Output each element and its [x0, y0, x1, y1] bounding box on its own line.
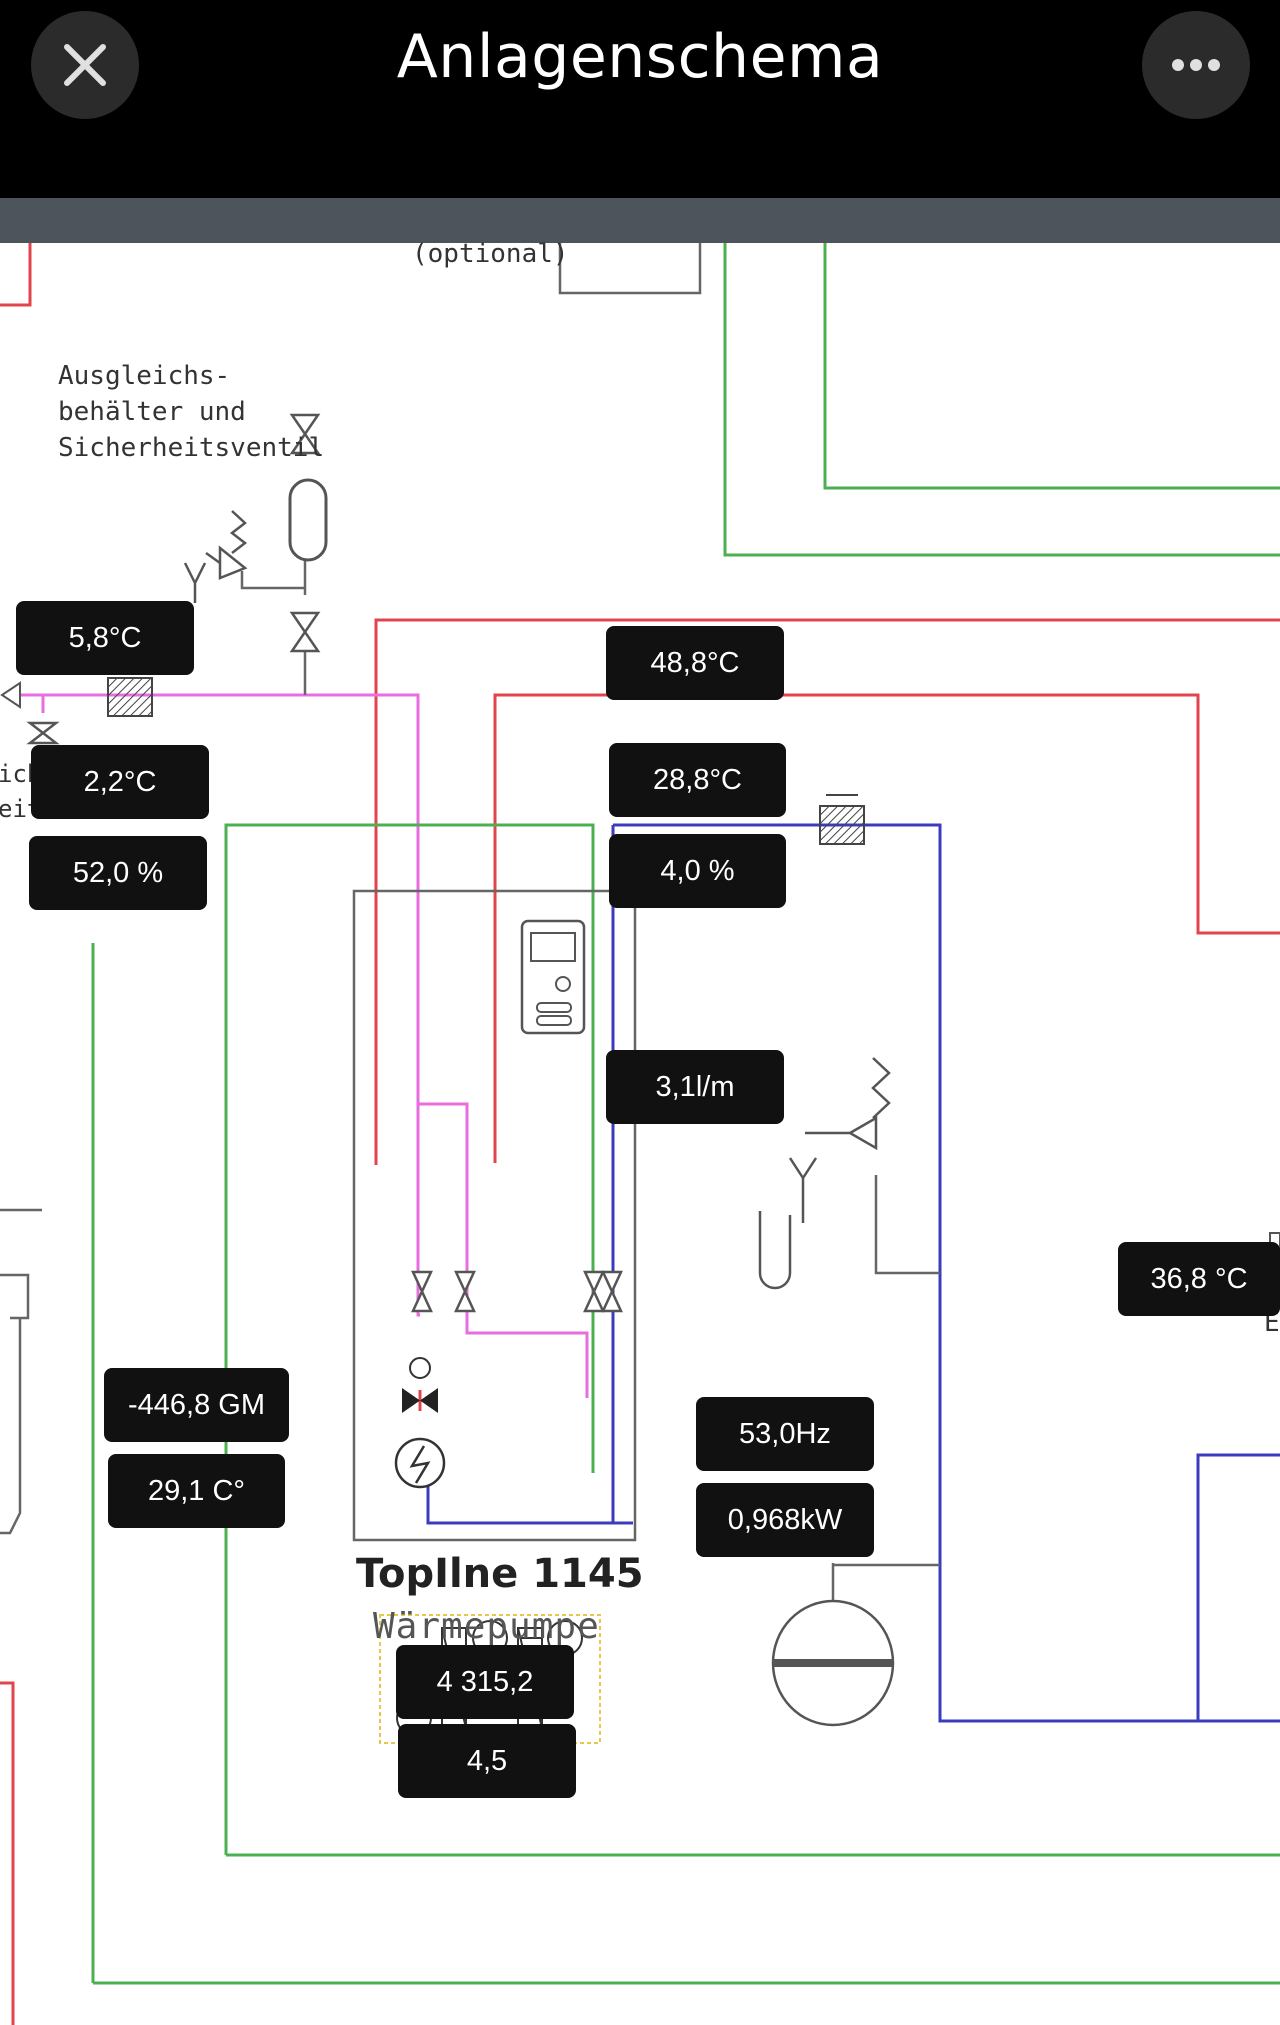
- reading-counter[interactable]: 4 315,2: [396, 1645, 574, 1719]
- reading-right-percent[interactable]: 4,0 %: [609, 834, 786, 908]
- reading-power[interactable]: 0,968kW: [696, 1483, 874, 1557]
- reading-gm-value[interactable]: -446,8 GM: [104, 1368, 289, 1442]
- top-bar: Anlagenschema: [0, 0, 1280, 198]
- close-icon: [64, 44, 106, 86]
- reading-return-temp[interactable]: 28,8°C: [609, 743, 786, 817]
- reading-frequency[interactable]: 53,0Hz: [696, 1397, 874, 1471]
- expansion-safety-label: Ausgleichs- behälter und Sicherheitsvent…: [58, 361, 325, 463]
- more-button[interactable]: [1142, 11, 1250, 119]
- reading-left-temp[interactable]: 2,2°C: [31, 745, 209, 819]
- optional-label: (optional): [412, 239, 569, 269]
- toolbar-strip: [0, 198, 1280, 243]
- close-button[interactable]: [31, 11, 139, 119]
- reading-left-percent[interactable]: 52,0 %: [29, 836, 207, 910]
- system-schematic[interactable]: (optional) Ausgleichs- behälter und Sich…: [0, 239, 1280, 2025]
- reading-flow-rate[interactable]: 3,1l/m: [606, 1050, 784, 1124]
- reading-outdoor-temp[interactable]: 5,8°C: [16, 601, 194, 675]
- reading-small-value[interactable]: 4,5: [398, 1724, 576, 1798]
- reading-brine-temp[interactable]: 29,1 C°: [108, 1454, 285, 1528]
- more-horizontal-icon: [1172, 59, 1220, 71]
- page-title: Anlagenschema: [396, 22, 884, 92]
- reading-buffer-temp[interactable]: 36,8 °C: [1118, 1242, 1280, 1316]
- reading-supply-temp[interactable]: 48,8°C: [606, 626, 784, 700]
- heat-pump-subtitle: Wärmepumpe: [373, 1606, 600, 1647]
- schematic-lines: [0, 243, 1280, 2025]
- heat-pump-model: TopIlne 1145: [356, 1551, 644, 1597]
